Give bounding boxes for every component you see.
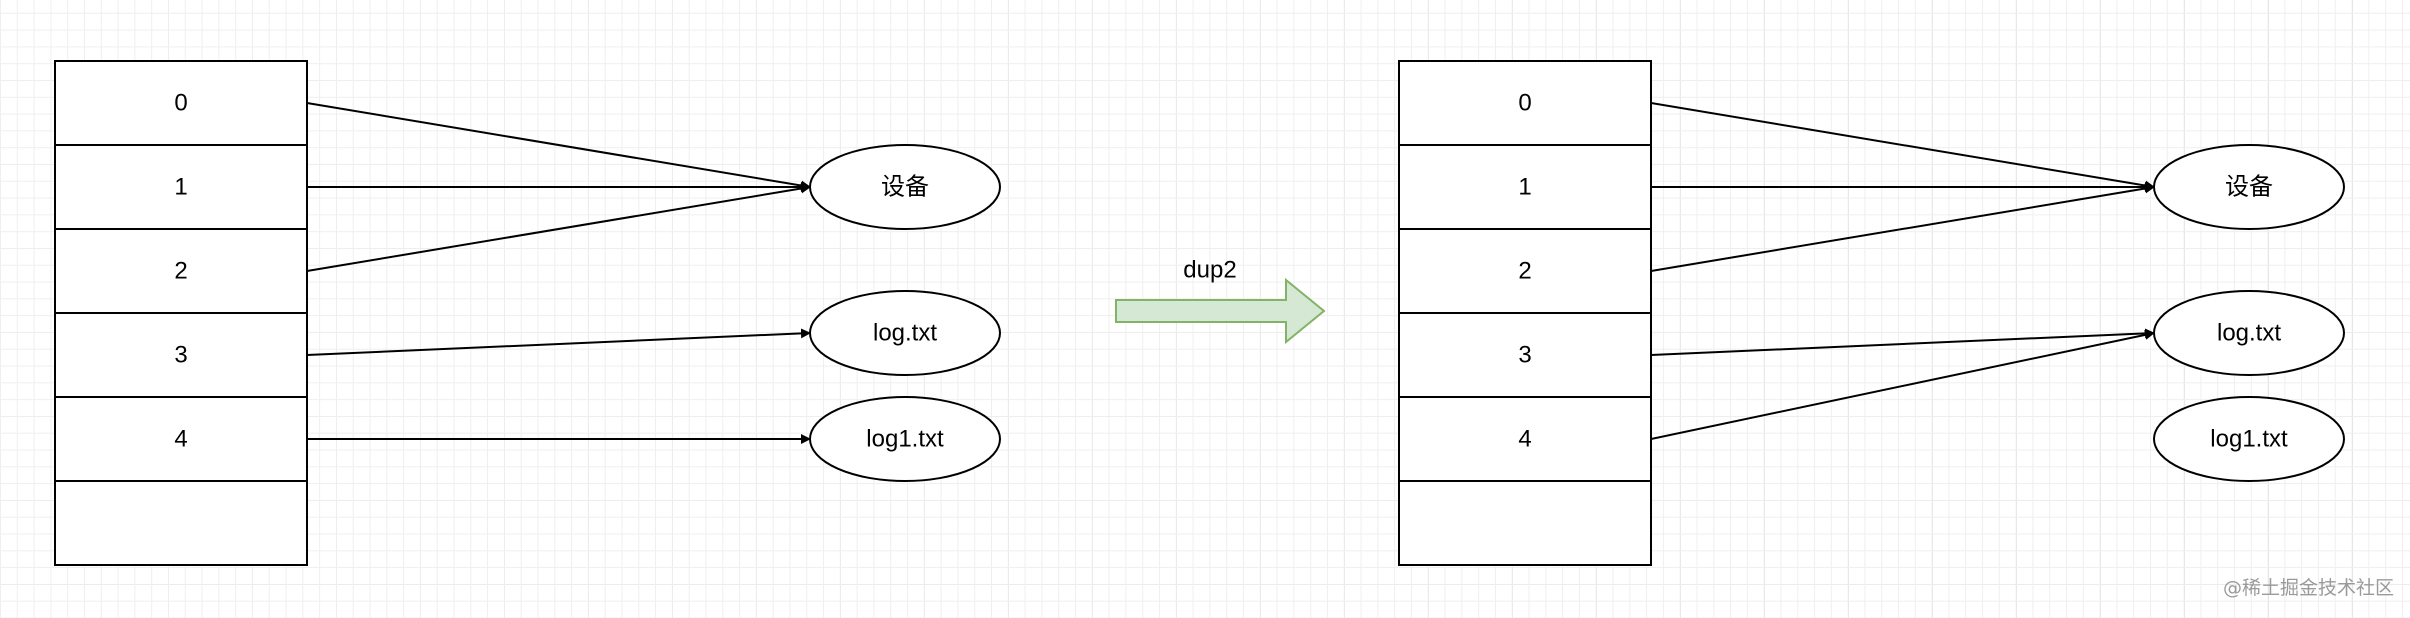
right-edges [1650, 102, 2155, 440]
right-fd-cell-2-label: 2 [1518, 258, 1531, 285]
watermark: @稀土掘金技术社区 [2223, 577, 2394, 599]
left-fd-cell-4[interactable]: 4 [54, 396, 308, 482]
dup2-label: dup2 [1183, 257, 1236, 284]
left-node-log1-label: log1.txt [866, 426, 944, 453]
left-node-log1[interactable]: log1.txt [809, 396, 1001, 482]
right-node-log-label: log.txt [2217, 320, 2281, 347]
left-fd-cell-0-label: 0 [174, 90, 187, 117]
left-edge-0-to-device [306, 102, 811, 191]
right-edge-3-to-log [1650, 328, 2155, 356]
right-fd-cell-0-label: 0 [1518, 90, 1531, 117]
left-fd-cell-2[interactable]: 2 [54, 228, 308, 314]
left-fd-cell-3-label: 3 [174, 342, 187, 369]
left-fd-cell-3[interactable]: 3 [54, 312, 308, 398]
right-fd-cell-1-label: 1 [1518, 174, 1531, 201]
left-edges [306, 102, 811, 444]
left-fd-cell-5[interactable] [54, 480, 308, 566]
left-node-log-label: log.txt [873, 320, 937, 347]
right-node-device-label: 设备 [2225, 174, 2273, 201]
right-fd-cell-2[interactable]: 2 [1398, 228, 1652, 314]
left-edge-2-to-device [306, 183, 811, 272]
left-fd-table: 0 1 2 3 4 [54, 60, 308, 566]
right-node-log[interactable]: log.txt [2153, 290, 2345, 376]
left-node-device[interactable]: 设备 [809, 144, 1001, 230]
right-node-log1-label: log1.txt [2210, 426, 2288, 453]
right-node-log1[interactable]: log1.txt [2153, 396, 2345, 482]
left-edge-3-to-log [306, 328, 811, 356]
right-edge-0-to-device [1650, 102, 2155, 191]
right-fd-cell-0[interactable]: 0 [1398, 60, 1652, 146]
dup2-transition: dup2 [1115, 257, 1326, 345]
right-node-device[interactable]: 设备 [2153, 144, 2345, 230]
right-edge-4-to-log [1650, 329, 2155, 440]
left-fd-cell-1-label: 1 [174, 174, 187, 201]
left-fd-cell-2-label: 2 [174, 258, 187, 285]
right-edge-2-to-device [1650, 183, 2155, 272]
left-fd-cell-0[interactable]: 0 [54, 60, 308, 146]
right-fd-cell-4[interactable]: 4 [1398, 396, 1652, 482]
left-fd-cell-1[interactable]: 1 [54, 144, 308, 230]
right-fd-table: 0 1 2 3 4 [1398, 60, 1652, 566]
right-fd-cell-4-label: 4 [1518, 426, 1531, 453]
right-fd-cell-5[interactable] [1398, 480, 1652, 566]
right-fd-cell-3[interactable]: 3 [1398, 312, 1652, 398]
left-fd-cell-4-label: 4 [174, 426, 187, 453]
right-fd-cell-3-label: 3 [1518, 342, 1531, 369]
left-node-device-label: 设备 [881, 174, 929, 201]
left-node-log[interactable]: log.txt [809, 290, 1001, 376]
dup2-arrow-icon [1115, 277, 1326, 345]
right-fd-cell-1[interactable]: 1 [1398, 144, 1652, 230]
